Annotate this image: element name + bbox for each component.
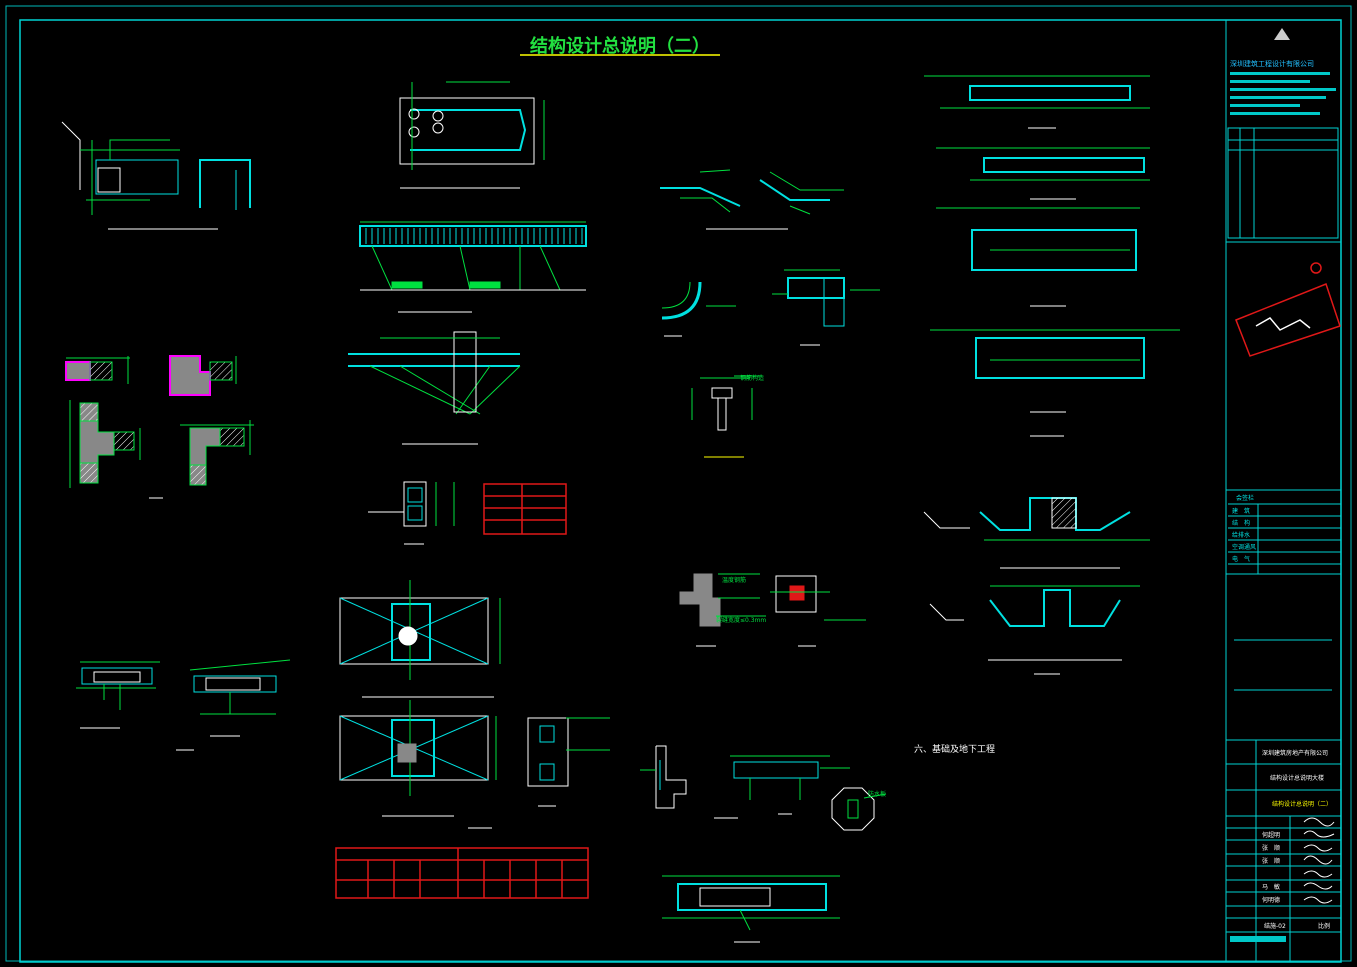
key-plan bbox=[1235, 262, 1341, 357]
person-row: 张 顺 bbox=[1262, 844, 1280, 852]
detail-curved-stair bbox=[661, 281, 736, 320]
detail-slab-section-4 bbox=[930, 329, 1180, 437]
sign-row-electrical: 电 气 bbox=[1232, 555, 1250, 563]
person-row: 张 顺 bbox=[1262, 857, 1280, 865]
detail-slab-step bbox=[730, 755, 850, 800]
detail-retaining-wall bbox=[640, 745, 687, 809]
pile-label: 防水板 bbox=[868, 790, 886, 798]
sign-table bbox=[1228, 503, 1341, 574]
signatures bbox=[1303, 817, 1335, 904]
detail-octagon-pile bbox=[831, 787, 887, 831]
owner-name: 深圳建筑房地产有限公司 bbox=[1262, 749, 1328, 757]
detail-slab-section-1 bbox=[924, 75, 1150, 129]
detail-box-section bbox=[527, 717, 610, 787]
sheet-name: 结构设计总说明（二） bbox=[1272, 800, 1332, 808]
person-row: 何明德 bbox=[1262, 896, 1280, 904]
detail-t-wall bbox=[691, 375, 760, 431]
detail-slab-hole-2 bbox=[189, 659, 291, 715]
detail-opening-reinforcement-2 bbox=[339, 700, 497, 796]
company-logo bbox=[1274, 28, 1290, 40]
scale-label: 比例 bbox=[1318, 922, 1330, 930]
wall-crack-label-1: 温度钢筋 bbox=[722, 576, 746, 584]
detail-sump-pit bbox=[662, 875, 840, 931]
detail-stair-joints bbox=[660, 169, 844, 215]
person-row: 何超明 bbox=[1262, 831, 1280, 839]
company-name: 深圳建筑工程设计有限公司 bbox=[1230, 59, 1314, 68]
company-info-lines bbox=[1230, 72, 1336, 115]
detail-beam-stirrups bbox=[365, 228, 583, 244]
title-block bbox=[1225, 20, 1341, 962]
detail-pipe-sleeve bbox=[368, 481, 455, 527]
detail-slab-section-2 bbox=[936, 147, 1150, 200]
inner-border bbox=[19, 19, 1342, 963]
table-rebar-1 bbox=[483, 483, 567, 535]
detail-beam-elevation bbox=[359, 221, 587, 291]
outer-border bbox=[5, 5, 1352, 962]
section-heading: 六、基础及地下工程 bbox=[914, 743, 995, 755]
detail-slab-hole-1 bbox=[76, 661, 160, 710]
drawing-code-bar bbox=[1230, 936, 1286, 942]
sign-row-architecture: 建 筑 bbox=[1232, 507, 1250, 515]
detail-corner-column bbox=[61, 121, 251, 215]
person-row: 马 敏 bbox=[1262, 883, 1280, 891]
project-name: 结构设计总说明大楼 bbox=[1270, 774, 1324, 782]
detail-slab-section-3 bbox=[936, 207, 1140, 307]
drawing-title: 结构设计总说明（二） bbox=[530, 35, 710, 57]
detail-opening-reinforcement-1 bbox=[339, 580, 501, 680]
sign-row-hvac: 空调通风 bbox=[1232, 543, 1256, 551]
sign-row-structure: 结 构 bbox=[1232, 519, 1250, 527]
wall-crack-label-2: 裂缝宽度≤0.3mm bbox=[716, 616, 766, 624]
sign-row-plumbing: 给排水 bbox=[1232, 531, 1250, 539]
detail-foundation-1 bbox=[923, 497, 1150, 569]
table-rebar-2 bbox=[335, 847, 589, 899]
detail-wall-sections bbox=[65, 355, 254, 488]
revision-table bbox=[1227, 127, 1339, 239]
detail-truss-beam bbox=[348, 331, 521, 415]
t-wall-label: 钢筋构造 bbox=[740, 374, 764, 382]
detail-cantilever bbox=[772, 269, 880, 327]
detail-wall-crack bbox=[679, 573, 866, 627]
detail-beam-end bbox=[399, 81, 545, 170]
sign-table-header: 会签栏 bbox=[1236, 494, 1254, 502]
sheet-number: 结施-02 bbox=[1264, 922, 1286, 930]
detail-foundation-2 bbox=[929, 585, 1140, 675]
